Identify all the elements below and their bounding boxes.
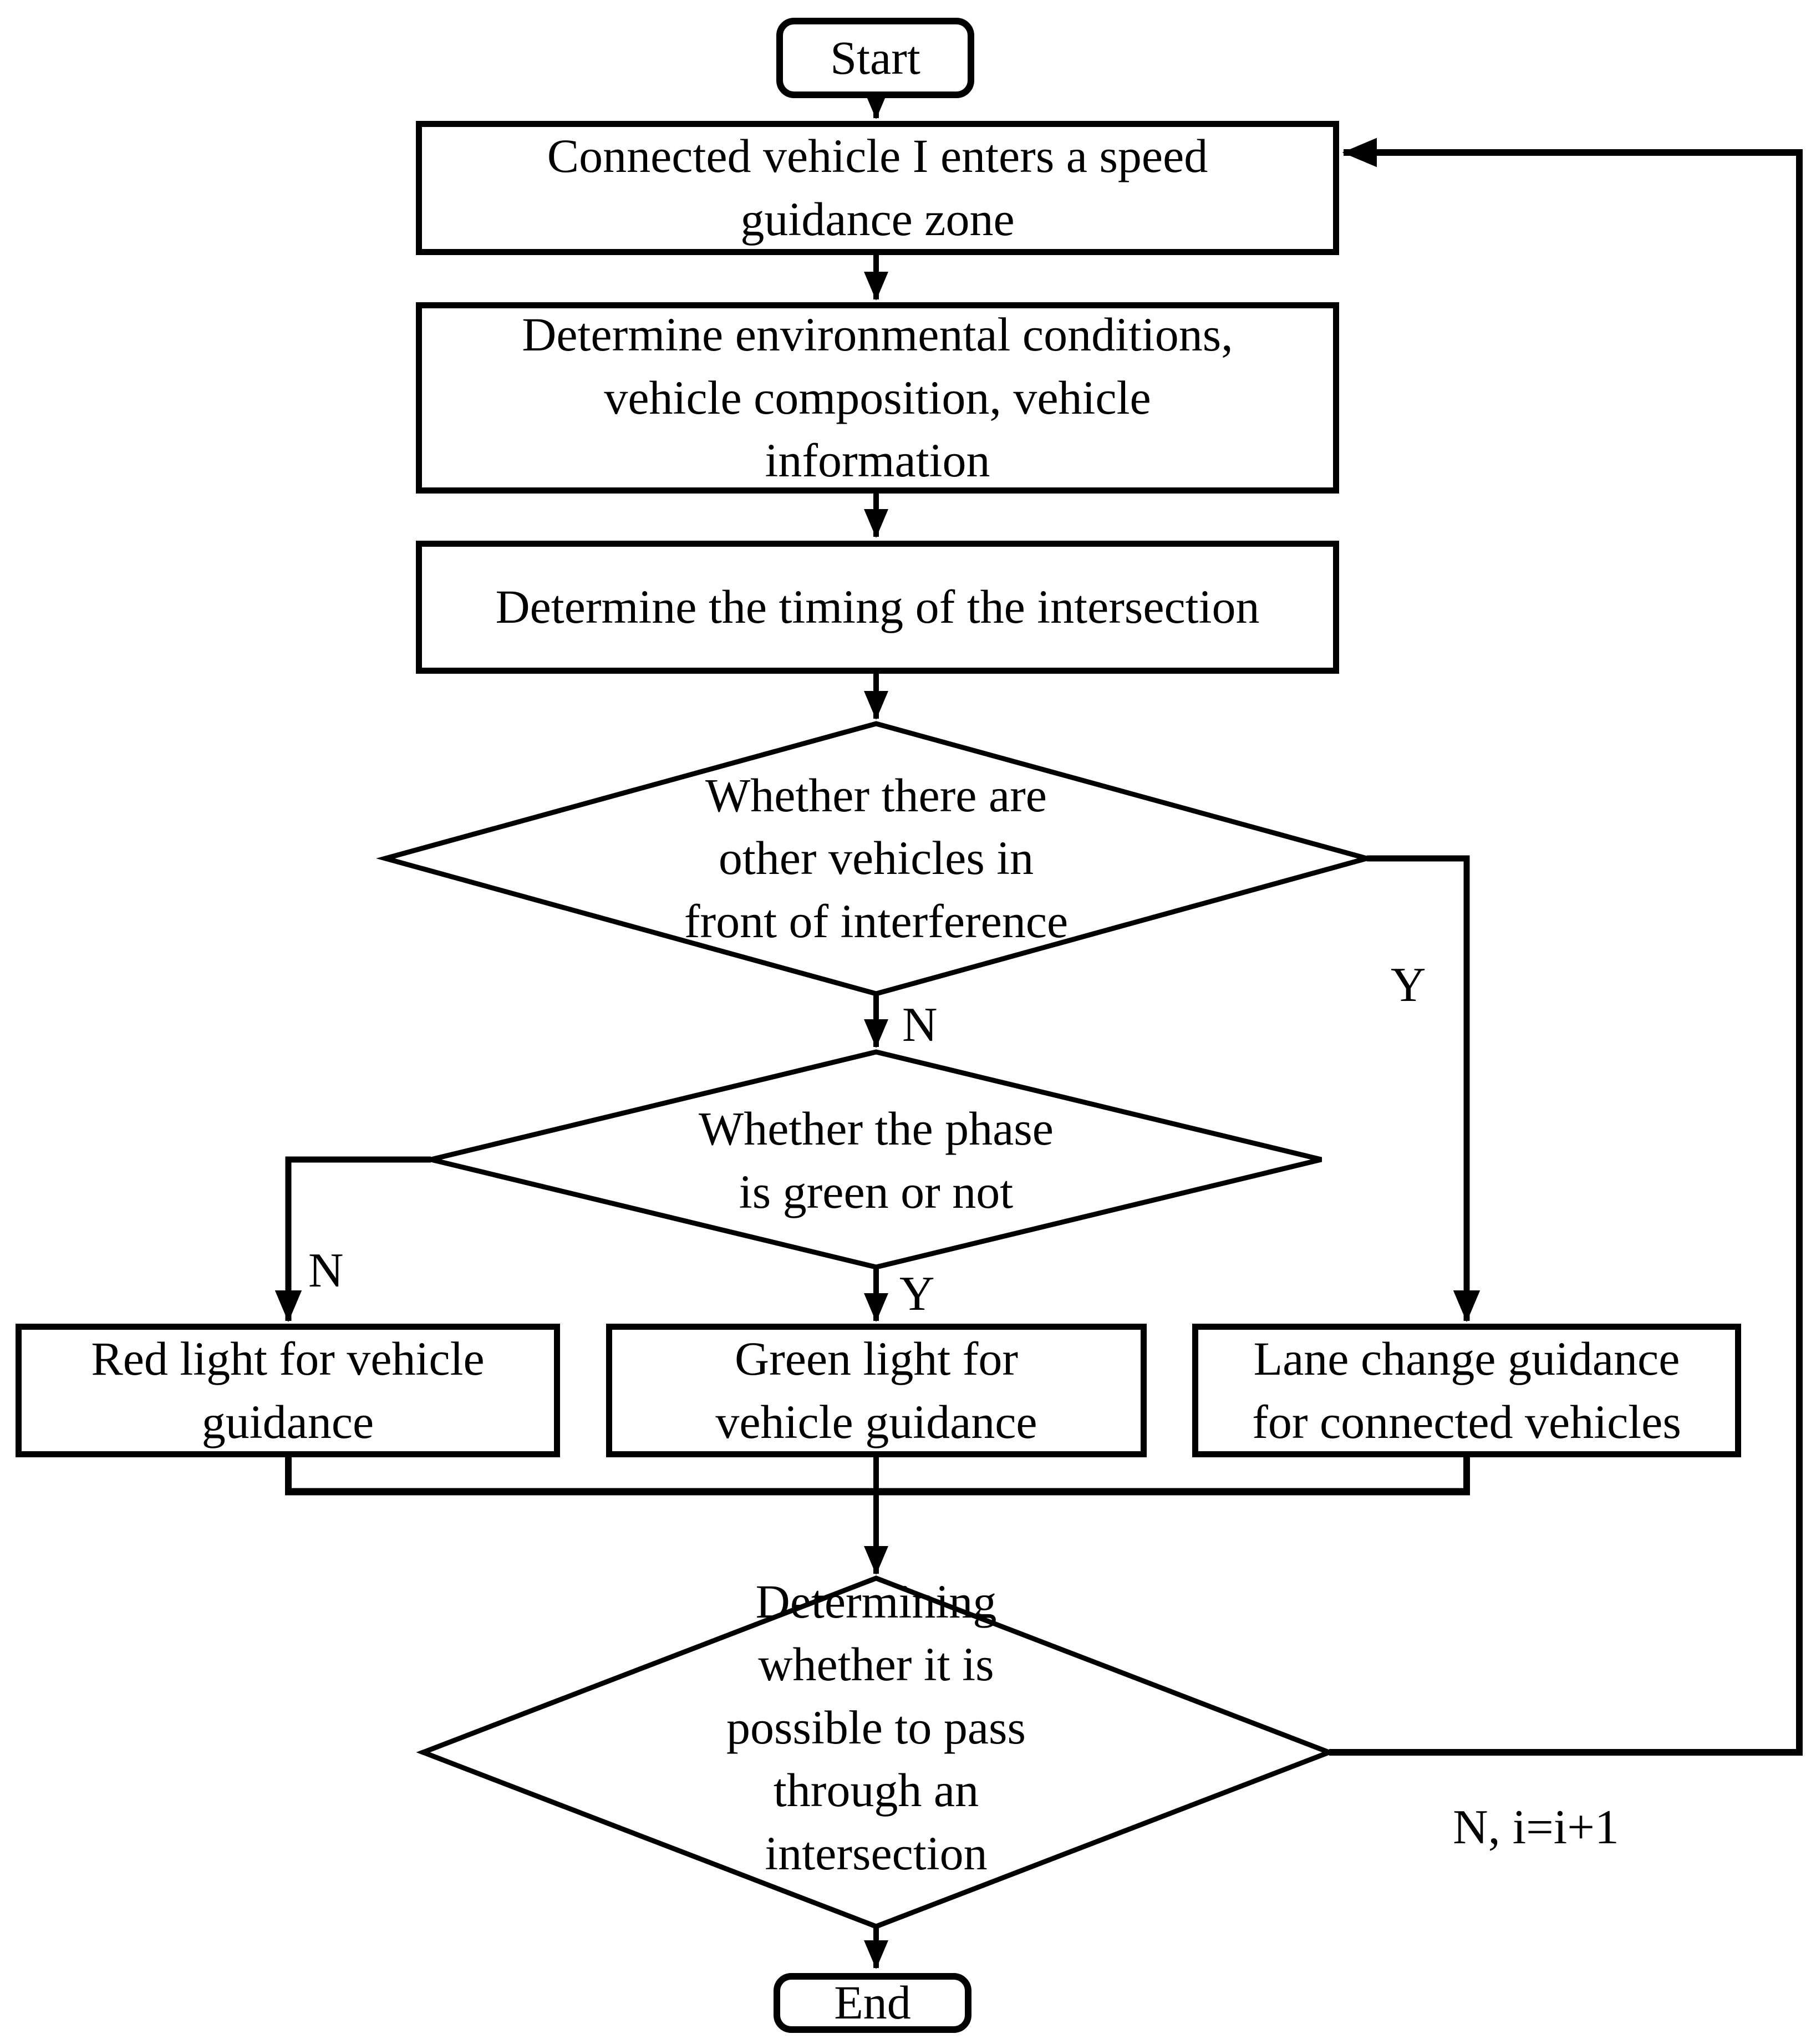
label-phase-no: N — [308, 1244, 344, 1298]
node-determine-env: Determine environmental conditions, vehi… — [416, 302, 1339, 494]
node-lane-change: Lane change guidance for connected vehic… — [1192, 1324, 1741, 1457]
edge-phase-no — [274, 1156, 431, 1323]
node-pass-question: Determining whether it is possible to pa… — [726, 1574, 1026, 1880]
label-interference-yes: Y — [1391, 958, 1426, 1012]
edge-interference-yes — [1367, 855, 1481, 1323]
node-red-light: Red light for vehicle guidance — [16, 1324, 560, 1457]
node-green-light: Green light for vehicle guidance — [606, 1324, 1147, 1457]
node-enter-zone: Connected vehicle I enters a speed guida… — [416, 121, 1339, 255]
label-phase-yes: Y — [899, 1267, 935, 1321]
label-pass-no-loop: N, i=i+1 — [1453, 1801, 1619, 1854]
node-phase-question: Whether the phase is green or not — [699, 1102, 1054, 1218]
edge-pass-no-loop — [1329, 138, 1803, 1756]
node-determine-timing: Determine the timing of the intersection — [416, 541, 1339, 674]
node-interference-question: Whether there are other vehicles in fron… — [684, 768, 1069, 948]
node-start: Start — [776, 18, 974, 98]
label-interference-no: N — [902, 998, 938, 1052]
node-end: End — [774, 1973, 971, 2033]
